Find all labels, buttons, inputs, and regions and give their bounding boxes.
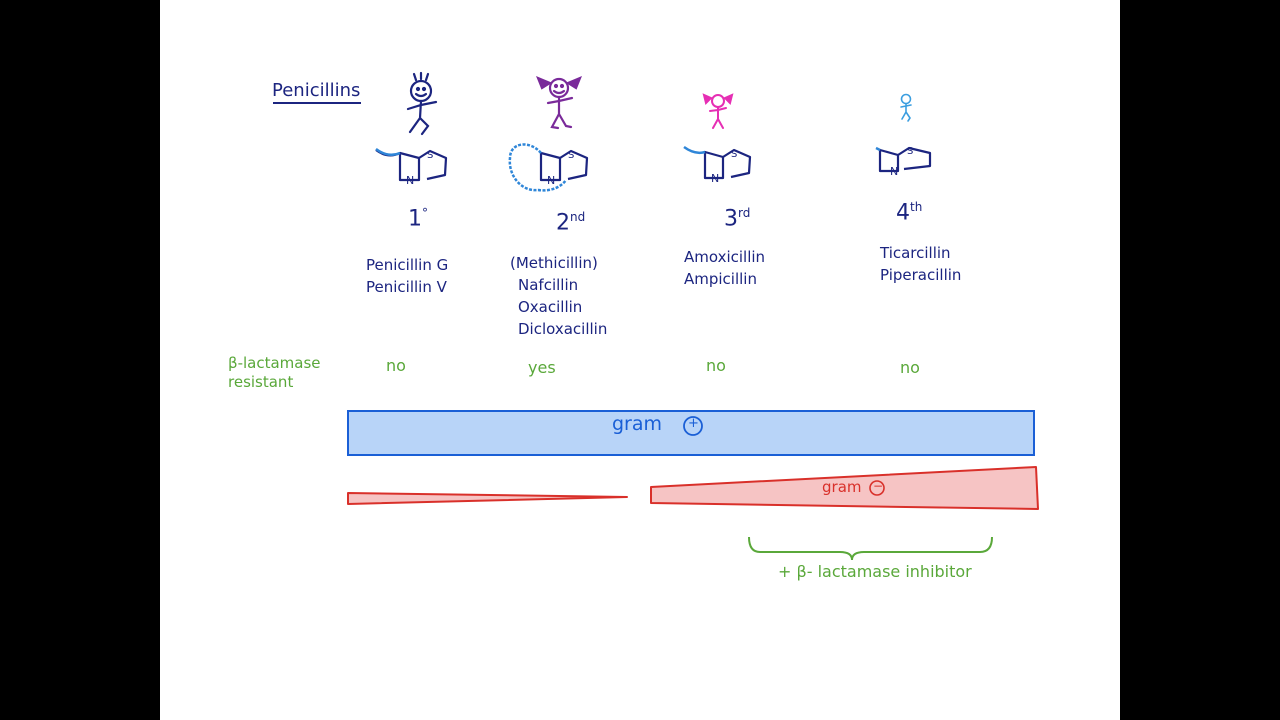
gram-negative-bar [650,466,1039,510]
generation-2-ordinal: 2nd [556,210,585,235]
inhibitor-bracket [748,536,993,561]
svg-text:N: N [711,172,719,185]
beta-lactam-core-gen1: N S [375,149,448,187]
generation-3-suffix: rd [738,206,751,220]
svg-text:S: S [731,149,737,160]
svg-text:S: S [427,150,433,161]
generation-4-drug-list: Ticarcillin Piperacillin [880,242,961,286]
svg-text:N: N [547,174,555,187]
generation-2-suffix: nd [570,210,586,224]
beta-lactam-core-gen2: N S [539,149,589,187]
resistance-label-line1: β-lactamase [228,354,321,372]
page-title: Penicillins [272,80,361,101]
generation-3-resistance: no [706,356,726,375]
drug-item: Nafcillin [518,276,579,294]
gram-negative-bar-taper [347,492,628,505]
generation-4-resistance: no [900,358,920,377]
resistance-label-line2: resistant [228,373,294,391]
generation-1-ordinal: 1° [408,206,428,231]
svg-text:S: S [907,146,913,157]
whiteboard: N S N S N S N S [160,0,1120,720]
svg-text:N: N [890,165,898,178]
inhibitor-note: + β- lactamase inhibitor [778,562,972,581]
figure-gen2 [536,75,582,130]
drug-item: Ticarcillin [880,244,951,262]
generation-2-resistance: yes [528,358,556,377]
svg-text:S: S [568,150,574,161]
gram-negative-label: gram [822,478,862,496]
figure-gen1 [406,71,438,136]
generation-1-drug-list: Penicillin G Penicillin V [366,254,448,298]
generation-4-ordinal: 4th [896,200,922,225]
generation-3-ordinal: 3rd [724,206,750,231]
figure-gen3 [702,93,734,129]
drug-item: Penicillin G [366,256,449,274]
side-chain-gen3 [683,145,706,155]
bulky-side-chain-gen2 [508,143,568,192]
side-chain-gen1 [375,147,401,157]
generation-1-number: 1 [408,206,422,232]
side-chain-gen4 [875,146,881,152]
resistance-row-label: β-lactamase resistant [228,354,321,392]
generation-2-number: 2 [556,210,570,236]
drug-item: Piperacillin [880,266,962,284]
drug-item: Dicloxacillin [518,320,608,338]
gram-negative-sign-circle [869,480,885,496]
gram-negative-sign: − [873,479,884,493]
generation-3-number: 3 [724,206,738,232]
gram-positive-sign: + [688,416,699,431]
gram-positive-bar [347,410,1035,456]
beta-lactam-core-gen4: N S [878,146,932,178]
drug-item: Ampicillin [684,270,757,288]
drawing-layer: N S N S N S N S [273,71,1039,561]
generation-1-suffix: ° [422,206,428,220]
gram-positive-sign-circle [683,416,703,436]
svg-text:N: N [406,174,414,187]
drug-item: Oxacillin [518,298,583,316]
drug-item: Amoxicillin [684,248,766,266]
beta-lactam-core-gen3: N S [703,148,752,185]
generation-1-resistance: no [386,356,406,375]
generation-3-drug-list: Amoxicillin Ampicillin [684,246,765,290]
generation-2-drug-list: (Methicillin) Nafcillin Oxacillin Diclox… [510,252,607,340]
figure-gen4 [900,93,912,122]
gram-positive-label: gram [612,413,663,435]
drug-item: (Methicillin) [510,254,598,272]
generation-4-number: 4 [896,200,910,226]
drug-item: Penicillin V [366,278,447,296]
generation-4-suffix: th [910,200,923,214]
